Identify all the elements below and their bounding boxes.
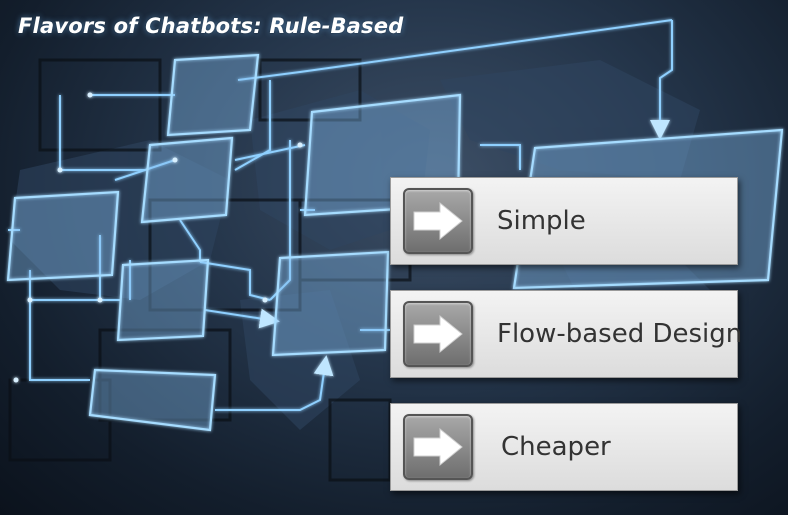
bullet-card-cheaper: Cheaper xyxy=(390,403,738,491)
bullet-label: Simple xyxy=(497,206,586,236)
right-arrow-icon xyxy=(403,301,473,367)
bullet-label: Cheaper xyxy=(501,432,611,462)
bullet-card-simple: Simple xyxy=(390,177,738,265)
right-arrow-icon xyxy=(403,414,473,480)
bullet-card-flow-based-design: Flow-based Design xyxy=(390,290,742,378)
slide-title: Flavors of Chatbots: Rule-Based xyxy=(18,14,404,38)
bullet-label: Flow-based Design xyxy=(497,319,743,349)
right-arrow-icon xyxy=(403,188,473,254)
